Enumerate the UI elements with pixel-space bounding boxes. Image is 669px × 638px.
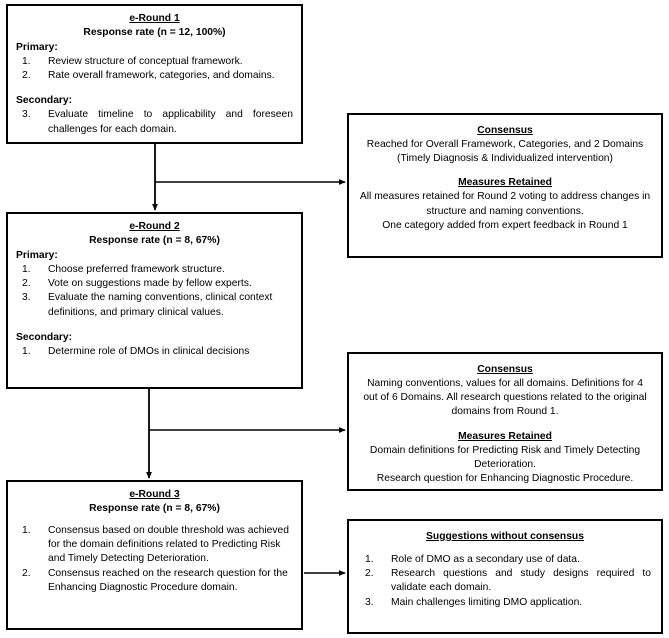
list-item: 1. Role of DMO as a secondary use of dat…: [359, 553, 651, 567]
spacer: [359, 544, 651, 553]
measures-retained-heading: Measures Retained: [458, 430, 552, 442]
list-item-text: Determine role of DMOs in clinical decis…: [48, 345, 250, 357]
measures-retained-text-2: One category added from expert feedback …: [382, 219, 628, 231]
measures-retained-text-1: All measures retained for Round 2 voting…: [359, 191, 651, 217]
list-item: 2. Rate overall framework, categories, a…: [16, 69, 293, 83]
list-item-number: 2.: [22, 567, 31, 579]
list-item: 2. Consensus reached on the research que…: [16, 567, 293, 595]
consensus-heading: Consensus: [477, 364, 533, 375]
spacer: [16, 83, 293, 92]
suggestions-heading: Suggestions without consensus: [426, 531, 584, 542]
round2-outcome-box: Consensus Naming conventions, values for…: [347, 352, 663, 491]
round2-primary-label: Primary:: [16, 250, 58, 261]
list-item-text: Main challenges limiting DMO application…: [391, 596, 583, 608]
list-item: 3. Evaluate the naming conventions, clin…: [16, 291, 293, 319]
list-item-number: 1.: [365, 554, 374, 565]
round2-secondary-label: Secondary:: [16, 331, 73, 343]
list-item-number: 3.: [22, 292, 31, 304]
list-item: 1. Choose preferred framework structure.: [16, 263, 293, 277]
list-item-text: Choose preferred framework structure.: [48, 264, 225, 275]
measures-retained-heading: Measures Retained: [458, 177, 552, 189]
list-item-text: Rate overall framework, categories, and …: [48, 70, 275, 82]
list-item-number: 1.: [22, 56, 31, 67]
round2-box: e-Round 2 Response rate (n = 8, 67%) Pri…: [6, 212, 303, 389]
list-item-number: 2.: [365, 568, 374, 580]
spacer: [359, 166, 651, 175]
round1-box: e-Round 1 Response rate (n = 12, 100%) P…: [6, 4, 303, 144]
round3-title: e-Round 3: [129, 489, 180, 500]
spacer: [359, 420, 651, 429]
round1-secondary-list: 3. Evaluate timeline to applicability an…: [16, 108, 293, 136]
suggestions-list: 1. Role of DMO as a secondary use of dat…: [359, 553, 651, 610]
list-item: 3. Main challenges limiting DMO applicat…: [359, 596, 651, 610]
round1-outcome-box: Consensus Reached for Overall Framework,…: [347, 113, 663, 258]
round1-title: e-Round 1: [129, 13, 180, 24]
round1-primary-label: Primary:: [16, 42, 58, 53]
round3-list: 1. Consensus based on double threshold w…: [16, 524, 293, 595]
spacer: [16, 320, 293, 329]
round2-title: e-Round 2: [129, 221, 180, 232]
measures-retained-text-1: Domain definitions for Predicting Risk a…: [369, 444, 641, 470]
spacer: [16, 515, 293, 524]
round2-secondary-list: 1. Determine role of DMOs in clinical de…: [16, 345, 293, 359]
consensus-heading: Consensus: [477, 125, 533, 136]
list-item: 2. Research questions and study designs …: [359, 567, 651, 595]
list-item-text: Role of DMO as a secondary use of data.: [391, 554, 580, 565]
list-item-text: Vote on suggestions made by fellow exper…: [48, 278, 252, 290]
round3-outcome-box: Suggestions without consensus 1. Role of…: [347, 519, 663, 634]
list-item-number: 1.: [22, 345, 31, 357]
list-item-text: Review structure of conceptual framework…: [48, 56, 243, 67]
list-item-number: 3.: [365, 596, 374, 608]
list-item-number: 1.: [22, 264, 31, 275]
list-item: 3. Evaluate timeline to applicability an…: [16, 108, 293, 136]
list-item: 1. Determine role of DMOs in clinical de…: [16, 345, 293, 359]
round3-response-rate: Response rate (n = 8, 67%): [89, 502, 220, 514]
round2-response-rate: Response rate (n = 8, 67%): [89, 234, 220, 246]
list-item-number: 2.: [22, 278, 31, 290]
round2-primary-list: 1. Choose preferred framework structure.…: [16, 263, 293, 320]
list-item-text: Research questions and study designs req…: [391, 568, 651, 594]
list-item: 1. Review structure of conceptual framew…: [16, 55, 293, 69]
list-item-number: 2.: [22, 70, 31, 82]
list-item: 1. Consensus based on double threshold w…: [16, 524, 293, 567]
round1-response-rate: Response rate (n = 12, 100%): [83, 26, 226, 38]
list-item-text: Consensus reached on the research questi…: [48, 567, 288, 593]
round1-primary-list: 1. Review structure of conceptual framew…: [16, 55, 293, 83]
round1-secondary-label: Secondary:: [16, 95, 73, 107]
list-item-text: Evaluate the naming conventions, clinica…: [48, 292, 273, 318]
consensus-text: Naming conventions, values for all domai…: [363, 378, 647, 418]
list-item-text: Consensus based on double threshold was …: [48, 525, 289, 565]
list-item-number: 3.: [22, 109, 31, 121]
list-item-number: 1.: [22, 525, 31, 536]
list-item-text: Evaluate timeline to applicability and f…: [48, 109, 293, 135]
list-item: 2. Vote on suggestions made by fellow ex…: [16, 277, 293, 291]
measures-retained-text-2: Research question for Enhancing Diagnost…: [376, 473, 634, 485]
consensus-text: Reached for Overall Framework, Categorie…: [366, 139, 644, 165]
round3-box: e-Round 3 Response rate (n = 8, 67%) 1. …: [6, 480, 303, 630]
